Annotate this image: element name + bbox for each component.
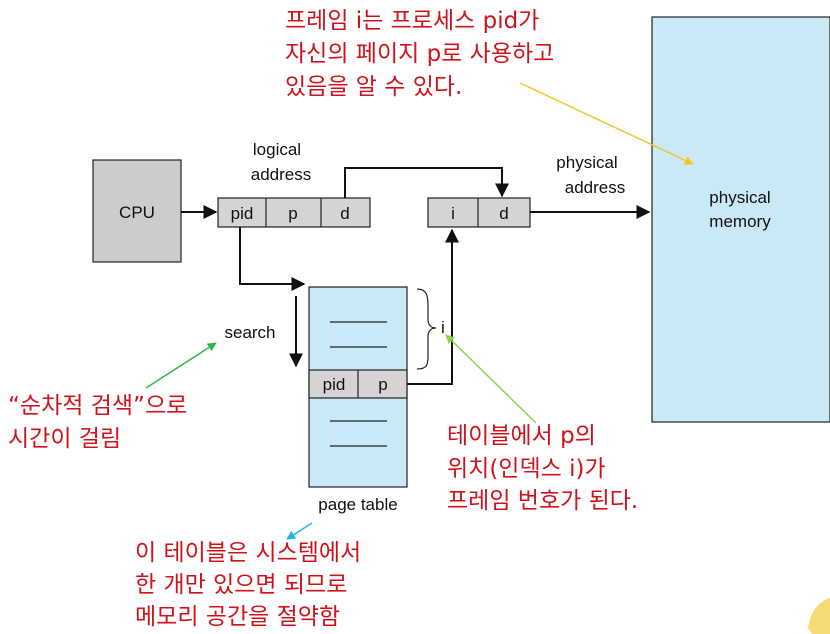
logical-field-p: p [288, 204, 297, 223]
note-right-line3: 프레임 번호가 된다. [447, 488, 638, 514]
index-brace [416, 288, 437, 370]
index-label: i [441, 318, 445, 337]
table-entry-pid: pid [323, 375, 346, 394]
note-top-line2: 자신의 페이지 p로 사용하고 [285, 41, 554, 67]
page-table-matching-entry [308, 369, 408, 399]
note-left-line1: “순차적 검색”으로 [8, 393, 187, 419]
cpu-box [92, 159, 182, 263]
offset-to-physical-arrow [344, 167, 509, 198]
note-bottom-line1: 이 테이블은 시스템에서 [135, 540, 361, 566]
note-arrow-green-left [145, 342, 217, 389]
search-label: search [224, 323, 275, 342]
note-top-line3: 있음을 알 수 있다. [285, 74, 462, 100]
logical-field-pid: pid [231, 204, 254, 223]
logical-field-d: d [340, 204, 349, 223]
physical-memory-label-line1: physical [709, 188, 770, 207]
note-bottom-line2: 한 개만 있으면 되므로 [135, 572, 347, 598]
table-entry-p: p [378, 375, 387, 394]
note-left-line2: 시간이 걸림 [8, 426, 121, 452]
physical-address-caption-line1: physical [556, 153, 617, 172]
pid-to-table-arrow [239, 227, 306, 291]
note-bottom-line3: 메모리 공간을 절약함 [135, 604, 340, 630]
physical-field-d: d [499, 204, 508, 223]
note-top-line1: 프레임 i는 프로세스 pid가 [285, 8, 539, 34]
corner-decoration [808, 598, 830, 634]
physical-memory-label-line2: memory [709, 212, 771, 231]
physical-address-caption-line2: address [565, 178, 625, 197]
note-arrow-green-right [445, 334, 537, 424]
physical-address-register [427, 197, 531, 228]
note-arrow-cyan [286, 522, 313, 540]
physical-memory-box [651, 16, 830, 423]
logical-address-caption-line2: address [251, 165, 311, 184]
logical-address-caption-line1: logical [253, 140, 301, 159]
logical-address-register [217, 197, 371, 228]
cpu-label: CPU [119, 203, 155, 222]
page-table-caption: page table [318, 495, 397, 514]
entry-to-frame-arrow [407, 228, 459, 385]
note-right-line2: 위치(인덱스 i)가 [447, 456, 606, 482]
physical-field-i: i [451, 204, 455, 223]
note-right-line1: 테이블에서 p의 [447, 423, 596, 449]
note-arrow-yellow [519, 82, 694, 165]
